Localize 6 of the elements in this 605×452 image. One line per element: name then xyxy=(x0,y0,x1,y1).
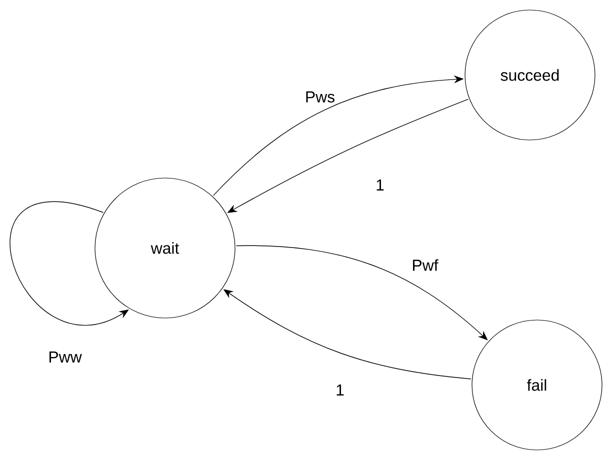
edge-label: Pws xyxy=(304,90,336,104)
edge-label: Pwf xyxy=(410,258,440,272)
edge-label: Pww xyxy=(47,350,83,364)
edge-label: 1 xyxy=(374,178,386,192)
edge-label: 1 xyxy=(334,384,346,396)
arrow xyxy=(236,245,488,340)
